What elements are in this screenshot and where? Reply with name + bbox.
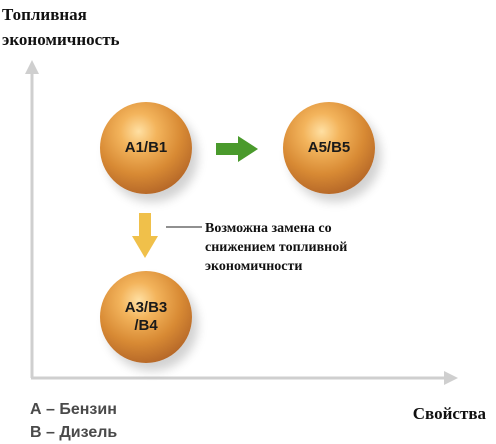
legend: А – Бензин В – Дизель bbox=[30, 398, 117, 444]
annotation-line: экономичности bbox=[205, 259, 303, 274]
annotation-line: снижением топливной bbox=[205, 240, 348, 255]
grade-ball-a5-b5: A5/B5 bbox=[283, 102, 375, 194]
annotation-line: Возможна замена со bbox=[205, 221, 332, 236]
y-axis-title: Топливная экономичность bbox=[2, 5, 120, 49]
x-axis-title: Свойства bbox=[412, 404, 486, 423]
x-axis-arrowhead bbox=[444, 371, 458, 385]
legend-item-gasoline: А – Бензин bbox=[30, 401, 117, 418]
grade-ball-a1-b1: A1/B1 bbox=[100, 102, 192, 194]
legend-item-diesel: В – Дизель bbox=[30, 424, 118, 441]
grade-ball-a3-b3-b4: A3/B3 /B4 bbox=[100, 271, 192, 363]
grade-ball-label-line2: /B4 bbox=[134, 317, 158, 334]
grade-ball-label: A5/B5 bbox=[307, 139, 351, 156]
grade-ball-label: A1/B1 bbox=[124, 139, 168, 156]
grade-ball-label-line1: A3/B3 bbox=[124, 299, 168, 316]
y-axis-arrowhead bbox=[25, 60, 39, 74]
substitution-down-arrow bbox=[132, 213, 158, 258]
improvement-right-arrow bbox=[216, 136, 258, 162]
substitution-annotation: Возможна замена со снижением топливной э… bbox=[205, 219, 405, 276]
